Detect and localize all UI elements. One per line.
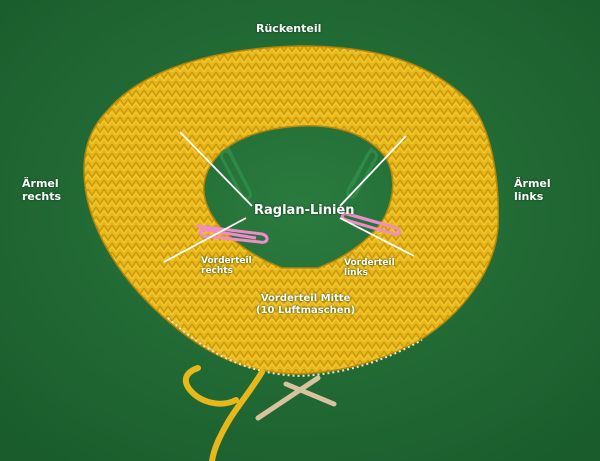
label-sleeve-right-line1: Ärmel [22,177,59,190]
pink-paperclip [339,210,402,236]
yarn-tail [182,365,265,461]
label-front-left-line2: links [344,268,368,279]
green-paperclip [346,147,378,199]
stitch-edge [167,317,423,378]
label-front-left-line1: Vorderteil [344,258,395,268]
label-front-right-line1: Vorderteil [201,256,252,266]
label-sleeve-left-line1: Ärmel [514,177,551,190]
knitted-yoke [83,45,500,375]
knitting-needle [255,375,321,421]
label-sleeve-left-line2: links [514,189,544,203]
label-front-center: Vorderteil Mitte (10 Luftmaschen) [256,293,355,316]
label-back-panel: Rückenteil [256,22,322,35]
label-raglan-lines: Raglan-Linien [254,203,355,218]
label-sleeve-left: Ärmel links [514,177,551,203]
label-front-center-line1: Vorderteil Mitte [260,293,351,304]
label-sleeve-right-line2: rechts [22,189,62,203]
label-front-center-line2: (10 Luftmaschen) [256,304,356,316]
pink-paperclip [195,224,269,244]
knitting-needle [283,381,337,407]
label-front-right: Vorderteil rechts [201,256,252,277]
label-front-right-line2: rechts [201,266,233,277]
pointer-lines [163,131,415,263]
label-sleeve-right: Ärmel rechts [22,177,62,203]
label-front-left: Vorderteil links [344,258,395,279]
green-paperclip [220,147,252,201]
